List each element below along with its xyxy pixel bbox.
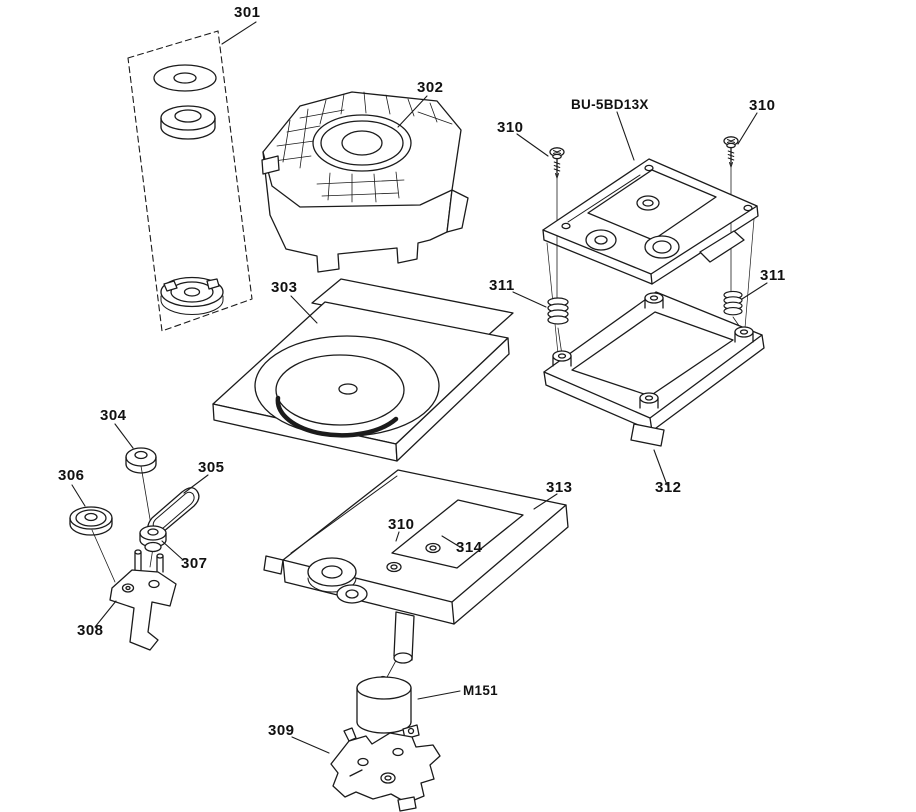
part-label-m151: M151 — [463, 683, 498, 698]
part-label-314: 314 — [456, 539, 483, 556]
part-label-310-right: 310 — [749, 97, 776, 114]
part-302-cover-drawing — [261, 91, 469, 273]
part-label-301: 301 — [234, 4, 261, 21]
part-label-310-bottom: 310 — [388, 516, 415, 533]
part-label-310-left: 310 — [497, 119, 524, 136]
part-label-312: 312 — [655, 479, 682, 496]
leader-lines — [71, 21, 768, 754]
part-label-311-left: 311 — [489, 277, 515, 294]
part-label-303: 303 — [271, 279, 298, 296]
part-label-311-right: 311 — [760, 267, 786, 284]
part-label-bu5bd13x: BU-5BD13X — [571, 97, 649, 112]
part-label-304: 304 — [100, 407, 127, 424]
part-m151-motor-drawing — [356, 675, 420, 740]
part-bu5bd13x-pickup-drawing — [542, 158, 759, 285]
part-label-306: 306 — [58, 467, 85, 484]
part-306-pulley-drawing — [69, 506, 113, 536]
part-309-bracket-drawing — [330, 727, 441, 812]
part-label-313: 313 — [546, 479, 573, 496]
part-303-tray-drawing — [212, 278, 514, 462]
part-label-305: 305 — [198, 459, 225, 476]
part-308-bracket-drawing — [109, 549, 177, 651]
part-label-302: 302 — [417, 79, 444, 96]
part-304-pulley-drawing — [125, 447, 157, 474]
part-label-309: 309 — [268, 722, 295, 739]
part-307-roller-drawing — [139, 525, 167, 553]
part-313-chassis-drawing — [263, 469, 569, 664]
part-301-group-drawing — [127, 30, 253, 332]
part-label-308: 308 — [77, 622, 104, 639]
part-label-307: 307 — [181, 555, 208, 572]
part-312-frame-drawing — [543, 291, 765, 447]
